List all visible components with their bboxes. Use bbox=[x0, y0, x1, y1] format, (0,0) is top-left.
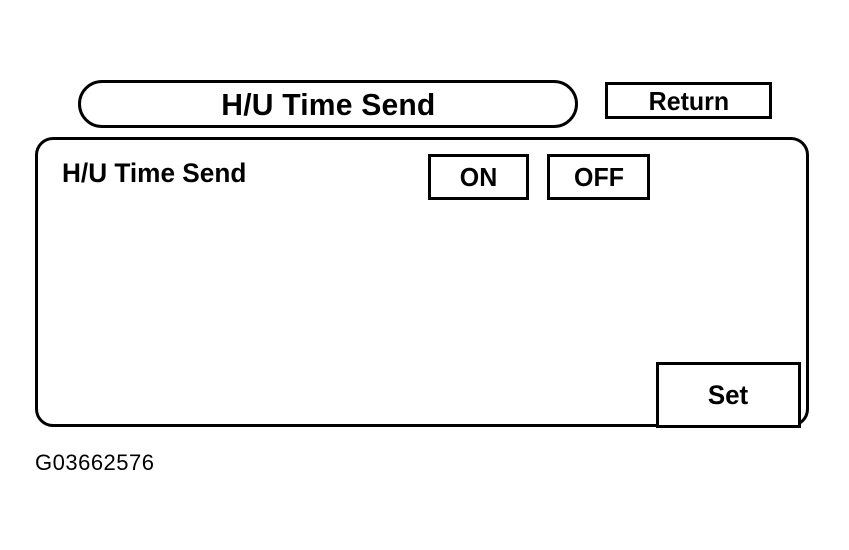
page-title: H/U Time Send bbox=[220, 86, 436, 122]
return-button-label: Return bbox=[648, 85, 729, 116]
figure-caption: G03662576 bbox=[35, 450, 155, 475]
toggle-option-on[interactable]: ON bbox=[428, 154, 529, 200]
screen-title-bar: H/U Time Send bbox=[78, 80, 578, 128]
set-button[interactable]: Set bbox=[656, 362, 801, 428]
return-button[interactable]: Return bbox=[605, 82, 772, 119]
toggle-option-off-label: OFF bbox=[573, 162, 624, 192]
set-button-label: Set bbox=[708, 379, 749, 410]
toggle-option-off[interactable]: OFF bbox=[547, 154, 650, 200]
setting-row-label-hu-time-send: H/U Time Send bbox=[62, 158, 247, 188]
toggle-option-on-label: ON bbox=[459, 162, 498, 192]
